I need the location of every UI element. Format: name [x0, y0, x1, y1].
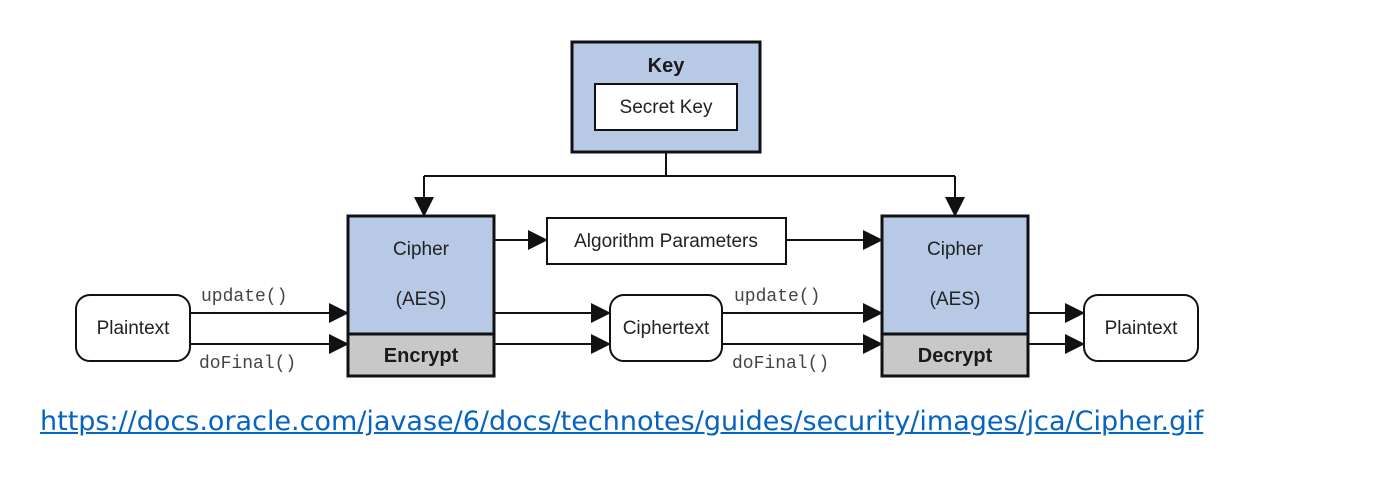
- algorithm-parameters-label: Algorithm Parameters: [574, 231, 758, 252]
- encrypt-cipher-body: [346, 214, 496, 336]
- decrypt-dofinal-label: doFinal(): [732, 354, 829, 374]
- algorithm-parameters-box: Algorithm Parameters: [494, 217, 883, 265]
- encrypt-mode-band: [346, 332, 496, 378]
- key-box: Key Secret Key: [570, 40, 762, 154]
- plaintext-input-label: Plaintext: [97, 318, 171, 339]
- algorithm-parameters-frame: [546, 217, 787, 265]
- source-url-link[interactable]: https://docs.oracle.com/javase/6/docs/te…: [40, 406, 1204, 437]
- secret-key-box: [594, 83, 738, 131]
- encrypt-cipher-box: Cipher (AES) Encrypt: [346, 214, 496, 378]
- decrypt-to-plaintext-arrows: [1028, 303, 1085, 354]
- ciphertext-label: Ciphertext: [623, 318, 710, 339]
- encrypt-to-ciphertext-arrows: [494, 303, 611, 354]
- plaintext-to-encrypt-arrows: update() doFinal(): [190, 287, 349, 374]
- ciphertext-node: Ciphertext: [609, 294, 723, 362]
- key-box-title: Key: [648, 55, 686, 77]
- ciphertext-frame: [609, 294, 723, 362]
- plaintext-input-frame: [75, 294, 191, 362]
- encrypt-update-label: update(): [201, 287, 287, 307]
- secret-key-label: Secret Key: [620, 97, 713, 118]
- decrypt-cipher-body: [880, 214, 1030, 336]
- plaintext-output-frame: [1083, 294, 1199, 362]
- encrypt-mode-label: Encrypt: [384, 345, 459, 367]
- decrypt-update-label: update(): [734, 287, 820, 307]
- plaintext-input-node: Plaintext: [75, 294, 191, 362]
- encrypt-cipher-algorithm: (AES): [396, 289, 447, 310]
- decrypt-cipher-algorithm: (AES): [930, 289, 981, 310]
- encrypt-cipher-title: Cipher: [393, 239, 450, 260]
- decrypt-cipher-box: Cipher (AES) Decrypt: [880, 214, 1030, 378]
- decrypt-mode-label: Decrypt: [918, 345, 993, 367]
- decrypt-mode-band: [880, 332, 1030, 378]
- encrypt-dofinal-label: doFinal(): [199, 354, 296, 374]
- plaintext-output-node: Plaintext: [1083, 294, 1199, 362]
- ciphertext-to-decrypt-arrows: update() doFinal(): [722, 287, 883, 374]
- decrypt-cipher-title: Cipher: [927, 239, 984, 260]
- plaintext-output-label: Plaintext: [1105, 318, 1179, 339]
- key-distribution-connector: [414, 152, 965, 217]
